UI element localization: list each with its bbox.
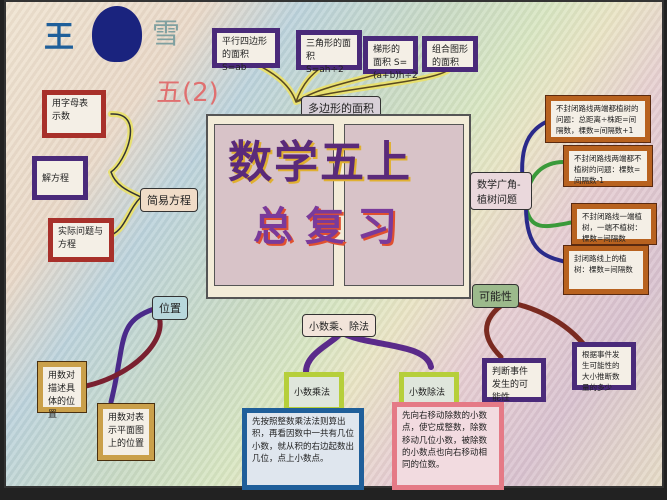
area-box-triangle: 三角形的面积 S=ah÷2: [296, 30, 362, 75]
mind-map-poster: 王 雪 五(2) 平行四边形的面积 S=ab 三角形的面积 S=ah÷2 梯形的…: [4, 0, 664, 490]
name-char-1: 王: [44, 20, 74, 55]
equation-box-solve: 解方程: [32, 156, 88, 200]
probability-label: 可能性: [472, 284, 519, 308]
area-box-parallelogram: 平行四边形的面积 S=ab: [212, 28, 280, 73]
decimal-divide-rule: 先向右移动除数的小数点，使它成整数，除数移动几位小数，被除数的小数点也向右移动相…: [392, 402, 504, 490]
equation-box-problems: 实际问题与方程: [48, 218, 114, 262]
position-box-plane: 用数对表示平面图上的位置: [97, 403, 155, 461]
balloon-icon: [92, 6, 142, 62]
area-box-composite: 组合图形的面积: [422, 36, 478, 72]
position-box-describe: 用数对描述具体的位置: [37, 361, 87, 420]
tree-box-closed: 封闭路线上的植树：棵数=间隔数: [563, 245, 649, 295]
title-line-1: 数学五上: [228, 137, 412, 188]
probability-box-judge: 判断事件发生的可能性: [482, 358, 546, 403]
title-line-2: 总复习: [253, 204, 409, 250]
tree-box-no-ends: 不封闭路线两端都不植树的问题：棵数=间隔数-1: [563, 145, 653, 187]
title-book: 数学五上 总复习: [206, 114, 471, 299]
book-right-page: [344, 124, 464, 286]
book-left-page: [214, 124, 334, 286]
class-label: 五(2): [156, 78, 219, 108]
probability-box-infer: 根据事件发生可能性的大小推断数量的多少: [572, 342, 636, 392]
position-label: 位置: [152, 296, 188, 320]
tree-box-one-end: 不封闭路线一端植树，一端不植树：棵数=间隔数: [571, 203, 657, 245]
equations-label: 简易方程: [140, 188, 198, 212]
name-char-2: 雪: [152, 17, 181, 50]
decimal-multiply-label: 小数乘法: [284, 372, 344, 412]
area-box-trapezoid: 梯形的面积 S=(a+b)h÷2: [363, 36, 418, 81]
decimal-multiply-rule: 先按照整数乘法法则算出积，再看因数中一共有几位小数，就从积的右边起数出几位，点上…: [242, 408, 364, 490]
equation-box-letters: 用字母表示数: [42, 90, 106, 138]
tree-planting-label: 数学广角-植树问题: [470, 172, 532, 210]
decimals-label: 小数乘、除法: [302, 314, 376, 337]
tree-box-both-ends: 不封闭路线两端都植树的问题：总距离÷株距=间隔数，棵数=间隔数+1: [545, 95, 651, 143]
